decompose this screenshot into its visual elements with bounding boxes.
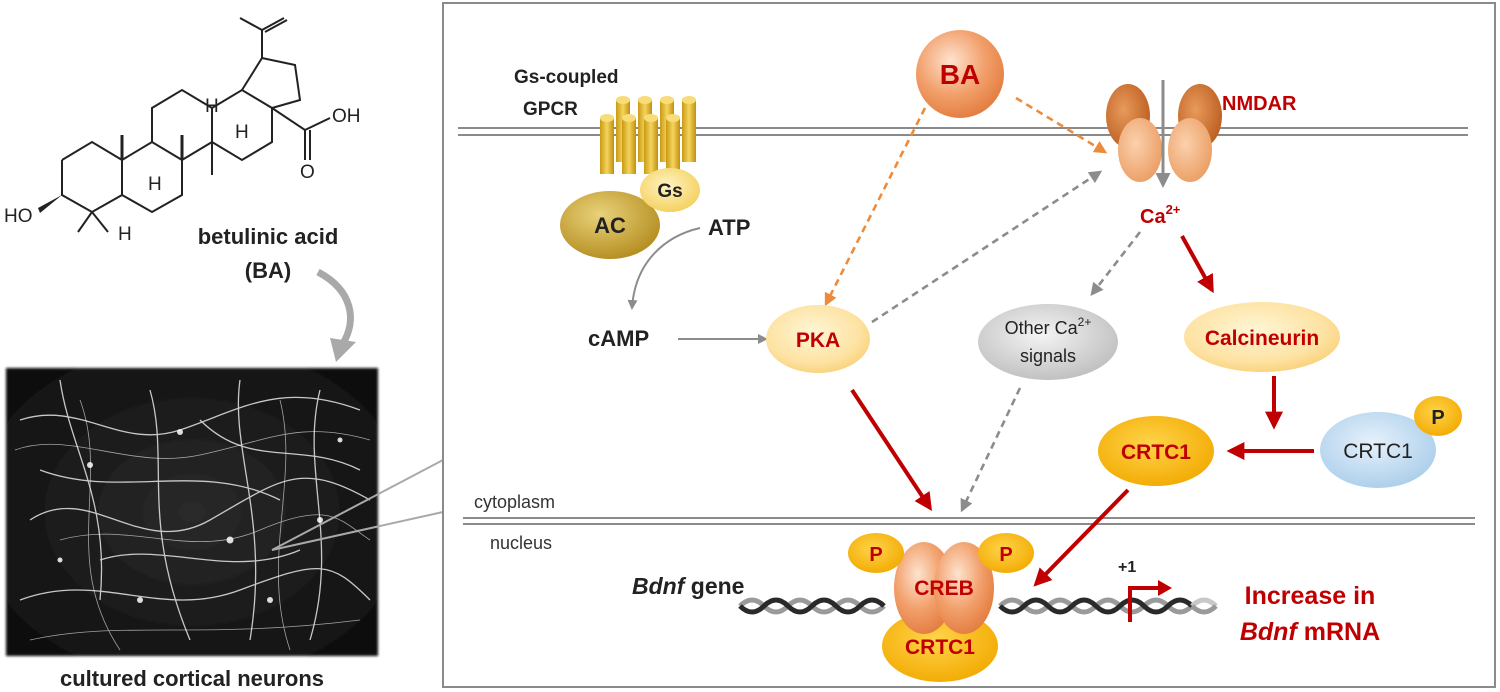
ba-to-nmdar-arrow xyxy=(1015,96,1108,154)
other-signals-to-creb-arrow xyxy=(960,387,1022,513)
ac-label: AC xyxy=(594,213,626,238)
gs-label: Gs xyxy=(657,181,682,202)
other-signals-line2: signals xyxy=(1020,346,1076,366)
tss-arrowhead xyxy=(1158,580,1172,596)
betulinic-acid-structure xyxy=(38,17,331,233)
pka-node xyxy=(766,305,870,373)
zoom-line-bottom xyxy=(271,511,444,551)
outcome-line2: Bdnf mRNA xyxy=(1240,618,1380,646)
camp-label: cAMP xyxy=(588,326,649,351)
neuron-micrograph xyxy=(6,368,378,656)
creb-phosphate-right-label: P xyxy=(999,544,1012,566)
calcineurin-label: Calcineurin xyxy=(1205,327,1319,350)
h-label-3: H xyxy=(148,174,162,195)
nmdar-channel xyxy=(1106,84,1222,182)
creb-label: CREB xyxy=(914,577,974,600)
pka-label: PKA xyxy=(796,329,840,352)
other-signals-line1: Other Ca2+ xyxy=(1005,315,1092,338)
crtc1-phosphate-label: P xyxy=(1431,407,1444,429)
h-label-2: H xyxy=(235,122,249,143)
carbonyl-o-label: O xyxy=(300,162,315,183)
bdnf-gene-label: Bdnf gene xyxy=(632,573,744,599)
phospho-crtc1-node xyxy=(1320,412,1436,488)
zoom-line-top xyxy=(271,459,444,551)
ba-node xyxy=(916,30,1004,118)
oh-label: OH xyxy=(332,106,361,127)
crtc1-phosphate-node xyxy=(1414,396,1462,436)
tss-marker xyxy=(1128,586,1160,622)
molecule-to-neurons-arrow xyxy=(316,268,354,347)
nucleus-label: nucleus xyxy=(490,533,552,553)
gpcr-label-line1: Gs-coupled xyxy=(514,67,619,88)
molecule-atom-labels: OH O HO H H H H xyxy=(4,96,361,245)
crtc1-label: CRTC1 xyxy=(1121,441,1191,464)
other-ca-signals-node xyxy=(978,304,1118,380)
molecule-name: betulinic acid xyxy=(198,224,339,249)
outcome-line1: Increase in xyxy=(1245,582,1376,610)
creb-phosphate-right xyxy=(978,533,1034,573)
ba-label: BA xyxy=(940,59,980,90)
phospho-crtc1-label: CRTC1 xyxy=(1343,440,1413,463)
nuclear-envelope xyxy=(463,517,1475,525)
crtc1-node xyxy=(1098,416,1214,486)
ba-to-pka-arrow xyxy=(824,107,927,307)
pka-to-creb-arrow xyxy=(850,388,932,512)
cytoplasm-label: cytoplasm xyxy=(474,492,555,512)
h-label-4: H xyxy=(118,224,132,245)
molecule-abbrev: (BA) xyxy=(245,258,291,283)
h-label-1: H xyxy=(205,96,219,117)
ac-node xyxy=(560,191,660,259)
tss-label: +1 xyxy=(1118,559,1136,576)
gpcr-label-line2: GPCR xyxy=(523,99,578,120)
creb-phosphate-left-label: P xyxy=(869,544,882,566)
creb-phosphate-left xyxy=(848,533,904,573)
calcineurin-node xyxy=(1184,302,1340,372)
calcium-to-other-signals-arrow xyxy=(1090,231,1142,297)
calcium-label: Ca2+ xyxy=(1140,202,1181,228)
atp-to-camp-arrow xyxy=(627,227,701,310)
ho-label: HO xyxy=(4,206,33,227)
calcium-to-calcineurin-arrow xyxy=(1180,235,1214,294)
crtc1-nuclear-label: CRTC1 xyxy=(905,636,975,659)
dna-helix xyxy=(738,597,1218,615)
creb-subunit-right xyxy=(934,542,994,634)
gpcr-receptor xyxy=(600,96,696,174)
neurons-caption: cultured cortical neurons xyxy=(60,666,324,691)
gs-node xyxy=(640,168,700,212)
nmdar-label: NMDAR xyxy=(1222,93,1297,115)
molecule-to-neurons-arrowhead xyxy=(330,338,356,362)
crtc1-to-creb-arrow xyxy=(1033,488,1130,587)
pka-to-nmdar-arrow xyxy=(871,170,1103,324)
atp-label: ATP xyxy=(708,215,750,240)
